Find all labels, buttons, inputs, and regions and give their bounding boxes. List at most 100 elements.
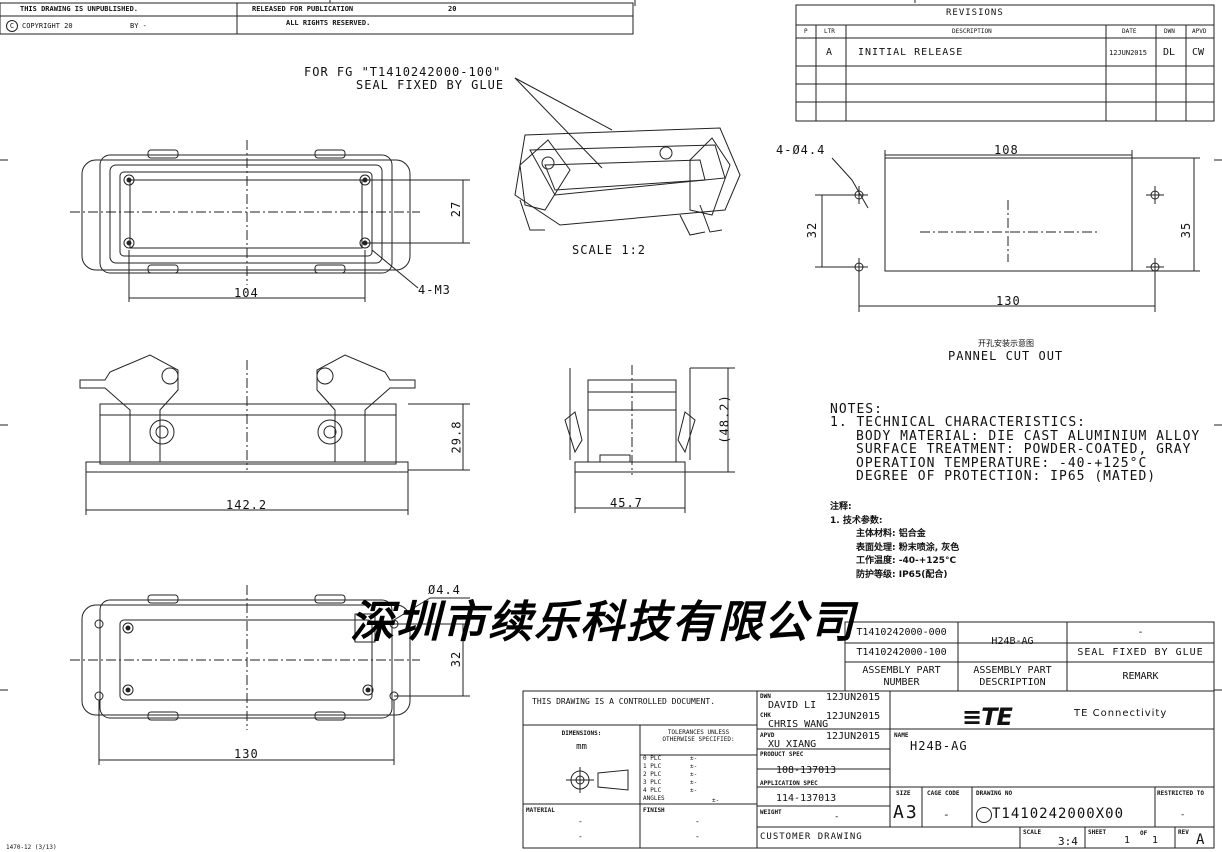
- parts-row1-number: T1410242000-000: [856, 627, 947, 638]
- rev-row-description: INITIAL RELEASE: [858, 47, 964, 58]
- cut-dim-32: 32: [805, 221, 820, 239]
- notes-cn-line-3: 表面处理: 粉末喷涂, 灰色: [856, 543, 960, 553]
- notes-line-4: OPERATION TEMPERATURE: -40-+125°C: [856, 456, 1148, 471]
- notes-cn-line-5: 防护等级: IP65(配合): [856, 570, 948, 580]
- plc-2-value: ±-: [690, 771, 698, 778]
- parts-header-number-2: NUMBER: [883, 677, 920, 688]
- notes-cn-line-1: 1. 技术参数:: [830, 516, 883, 526]
- chk-date: 12JUN2015: [826, 711, 881, 722]
- plc-angles: ANGLES: [643, 795, 665, 802]
- finish-value-1: -: [695, 817, 700, 826]
- plc-3: 3 PLC: [643, 779, 662, 786]
- parts-header-desc-2: DESCRIPTION: [979, 677, 1046, 688]
- copyright-icon: C: [6, 20, 18, 32]
- release-label: RELEASED FOR PUBLICATION: [252, 5, 354, 13]
- notes-cn-line-2: 主体材料: 铝合金: [856, 529, 926, 539]
- scale-value: 3:4: [1058, 835, 1078, 848]
- sheet-label: SHEET: [1088, 829, 1107, 836]
- notes-line-2: BODY MATERIAL: DIE CAST ALUMINIUM ALLOY: [856, 429, 1201, 444]
- product-spec: 108-137013: [776, 765, 837, 776]
- scale-label: SCALE: [1023, 829, 1042, 836]
- rev-value: A: [1196, 832, 1205, 848]
- dimensions-unit: mm: [576, 742, 587, 752]
- plc-2: 2 PLC: [643, 771, 662, 778]
- rev-header-description: DESCRIPTION: [952, 28, 992, 35]
- plc-1: 1 PLC: [643, 763, 662, 770]
- cut-title-cn: 开孔安装示意图: [978, 339, 1034, 348]
- te-logo: ≡TE: [962, 703, 1013, 731]
- revisions-title: REVISIONS: [946, 8, 1004, 18]
- dwn-label: DWN: [760, 693, 771, 700]
- notes-cn-title: 注释:: [830, 502, 852, 512]
- rev-row-apvd: CW: [1192, 47, 1205, 58]
- apvd-label: APVD: [760, 732, 775, 739]
- parts-header-number-1: ASSEMBLY PART: [862, 665, 941, 676]
- cut-dim-35: 35: [1179, 221, 1194, 239]
- rev-row-date: 12JUN2015: [1109, 49, 1147, 57]
- company-name: TE Connectivity: [1074, 708, 1168, 719]
- parts-row2-remark: SEAL FIXED BY GLUE: [1077, 647, 1204, 658]
- rev-header-dwn: DWN: [1164, 28, 1175, 35]
- drawing-no: T1410242000X00: [992, 806, 1125, 822]
- finish-value-2: -: [695, 832, 700, 841]
- dim-27: 27: [449, 200, 464, 218]
- tolerance-line-2: OTHERWISE SPECIFIED:: [662, 736, 735, 743]
- size-value: A3: [893, 802, 919, 823]
- plc-4-value: ±-: [690, 787, 698, 794]
- restricted-label: RESTRICTED TO: [1157, 790, 1204, 797]
- copyright-circle-icon: [976, 807, 992, 823]
- part-name: H24B-AG: [910, 739, 968, 753]
- company-watermark: 深圳市续乐科技有限公司: [350, 597, 856, 648]
- parts-row1-description: H24B-AG: [991, 636, 1034, 647]
- copyright-text: COPYRIGHT 20: [22, 22, 73, 30]
- customer-drawing: CUSTOMER DRAWING: [760, 832, 863, 842]
- application-spec-label: APPLICATION SPEC: [760, 780, 818, 787]
- product-spec-label: PRODUCT SPEC: [760, 751, 804, 758]
- apvd-date: 12JUN2015: [826, 731, 881, 742]
- fg-note-line2: SEAL FIXED BY GLUE: [356, 78, 505, 92]
- dim-hole-4-4: Ø4.4: [428, 583, 461, 597]
- rev-row-dwn: DL: [1163, 47, 1176, 58]
- notes-title: NOTES:: [830, 402, 883, 417]
- parts-header-desc-1: ASSEMBLY PART: [973, 665, 1052, 676]
- restricted-value: -: [1180, 810, 1186, 820]
- sheet-value: 1: [1124, 835, 1131, 846]
- rev-row-ltr: A: [826, 47, 833, 58]
- name-label: NAME: [894, 732, 909, 739]
- cut-dim-108: 108: [994, 143, 1019, 157]
- finish-label: FINISH: [643, 807, 665, 814]
- dim-142-2: 142.2: [226, 498, 268, 512]
- plc-4: 4 PLC: [643, 787, 662, 794]
- of-value: 1: [1152, 835, 1159, 846]
- iso-scale-label: SCALE 1:2: [572, 243, 647, 257]
- weight-value: -: [834, 812, 840, 822]
- rev-header-p: P: [804, 28, 808, 35]
- material-label: MATERIAL: [526, 807, 555, 814]
- dim-48-2: (48.2): [717, 394, 732, 444]
- drawing-no-label: DRAWING NO: [976, 790, 1013, 797]
- cage-code-label: CAGE CODE: [927, 790, 960, 797]
- notes-line-5: DEGREE OF PROTECTION: IP65 (MATED): [856, 469, 1157, 484]
- parts-row2-number: T1410242000-100: [856, 647, 947, 658]
- application-spec: 114-137013: [776, 793, 837, 804]
- plc-1-value: ±-: [690, 763, 698, 770]
- notes-line-1: 1. TECHNICAL CHARACTERISTICS:: [830, 415, 1086, 430]
- material-value-1: -: [578, 817, 583, 826]
- chk-label: CHK: [760, 712, 771, 719]
- tolerance-line-1: TOLERANCES UNLESS: [667, 729, 730, 736]
- fg-note-line1: FOR FG "T1410242000-100": [304, 65, 502, 79]
- plc-0: 0 PLC: [643, 755, 662, 762]
- parts-row1-remark: -: [1137, 627, 1144, 638]
- dim-45-7: 45.7: [610, 496, 643, 510]
- plc-angles-value: ±-: [712, 797, 720, 804]
- dim-104: 104: [234, 286, 259, 300]
- dwn-name: DAVID LI: [768, 700, 817, 711]
- cut-holes-callout: 4-Ø4.4: [776, 143, 826, 157]
- rev-header-ltr: LTR: [824, 28, 835, 35]
- m3-callout: 4-M3: [418, 283, 451, 297]
- cut-title-en: PANNEL CUT OUT: [948, 349, 1064, 363]
- rev-header-apvd: APVD: [1192, 28, 1207, 35]
- cut-dim-130: 130: [996, 294, 1021, 308]
- copyright-by: BY -: [130, 22, 147, 30]
